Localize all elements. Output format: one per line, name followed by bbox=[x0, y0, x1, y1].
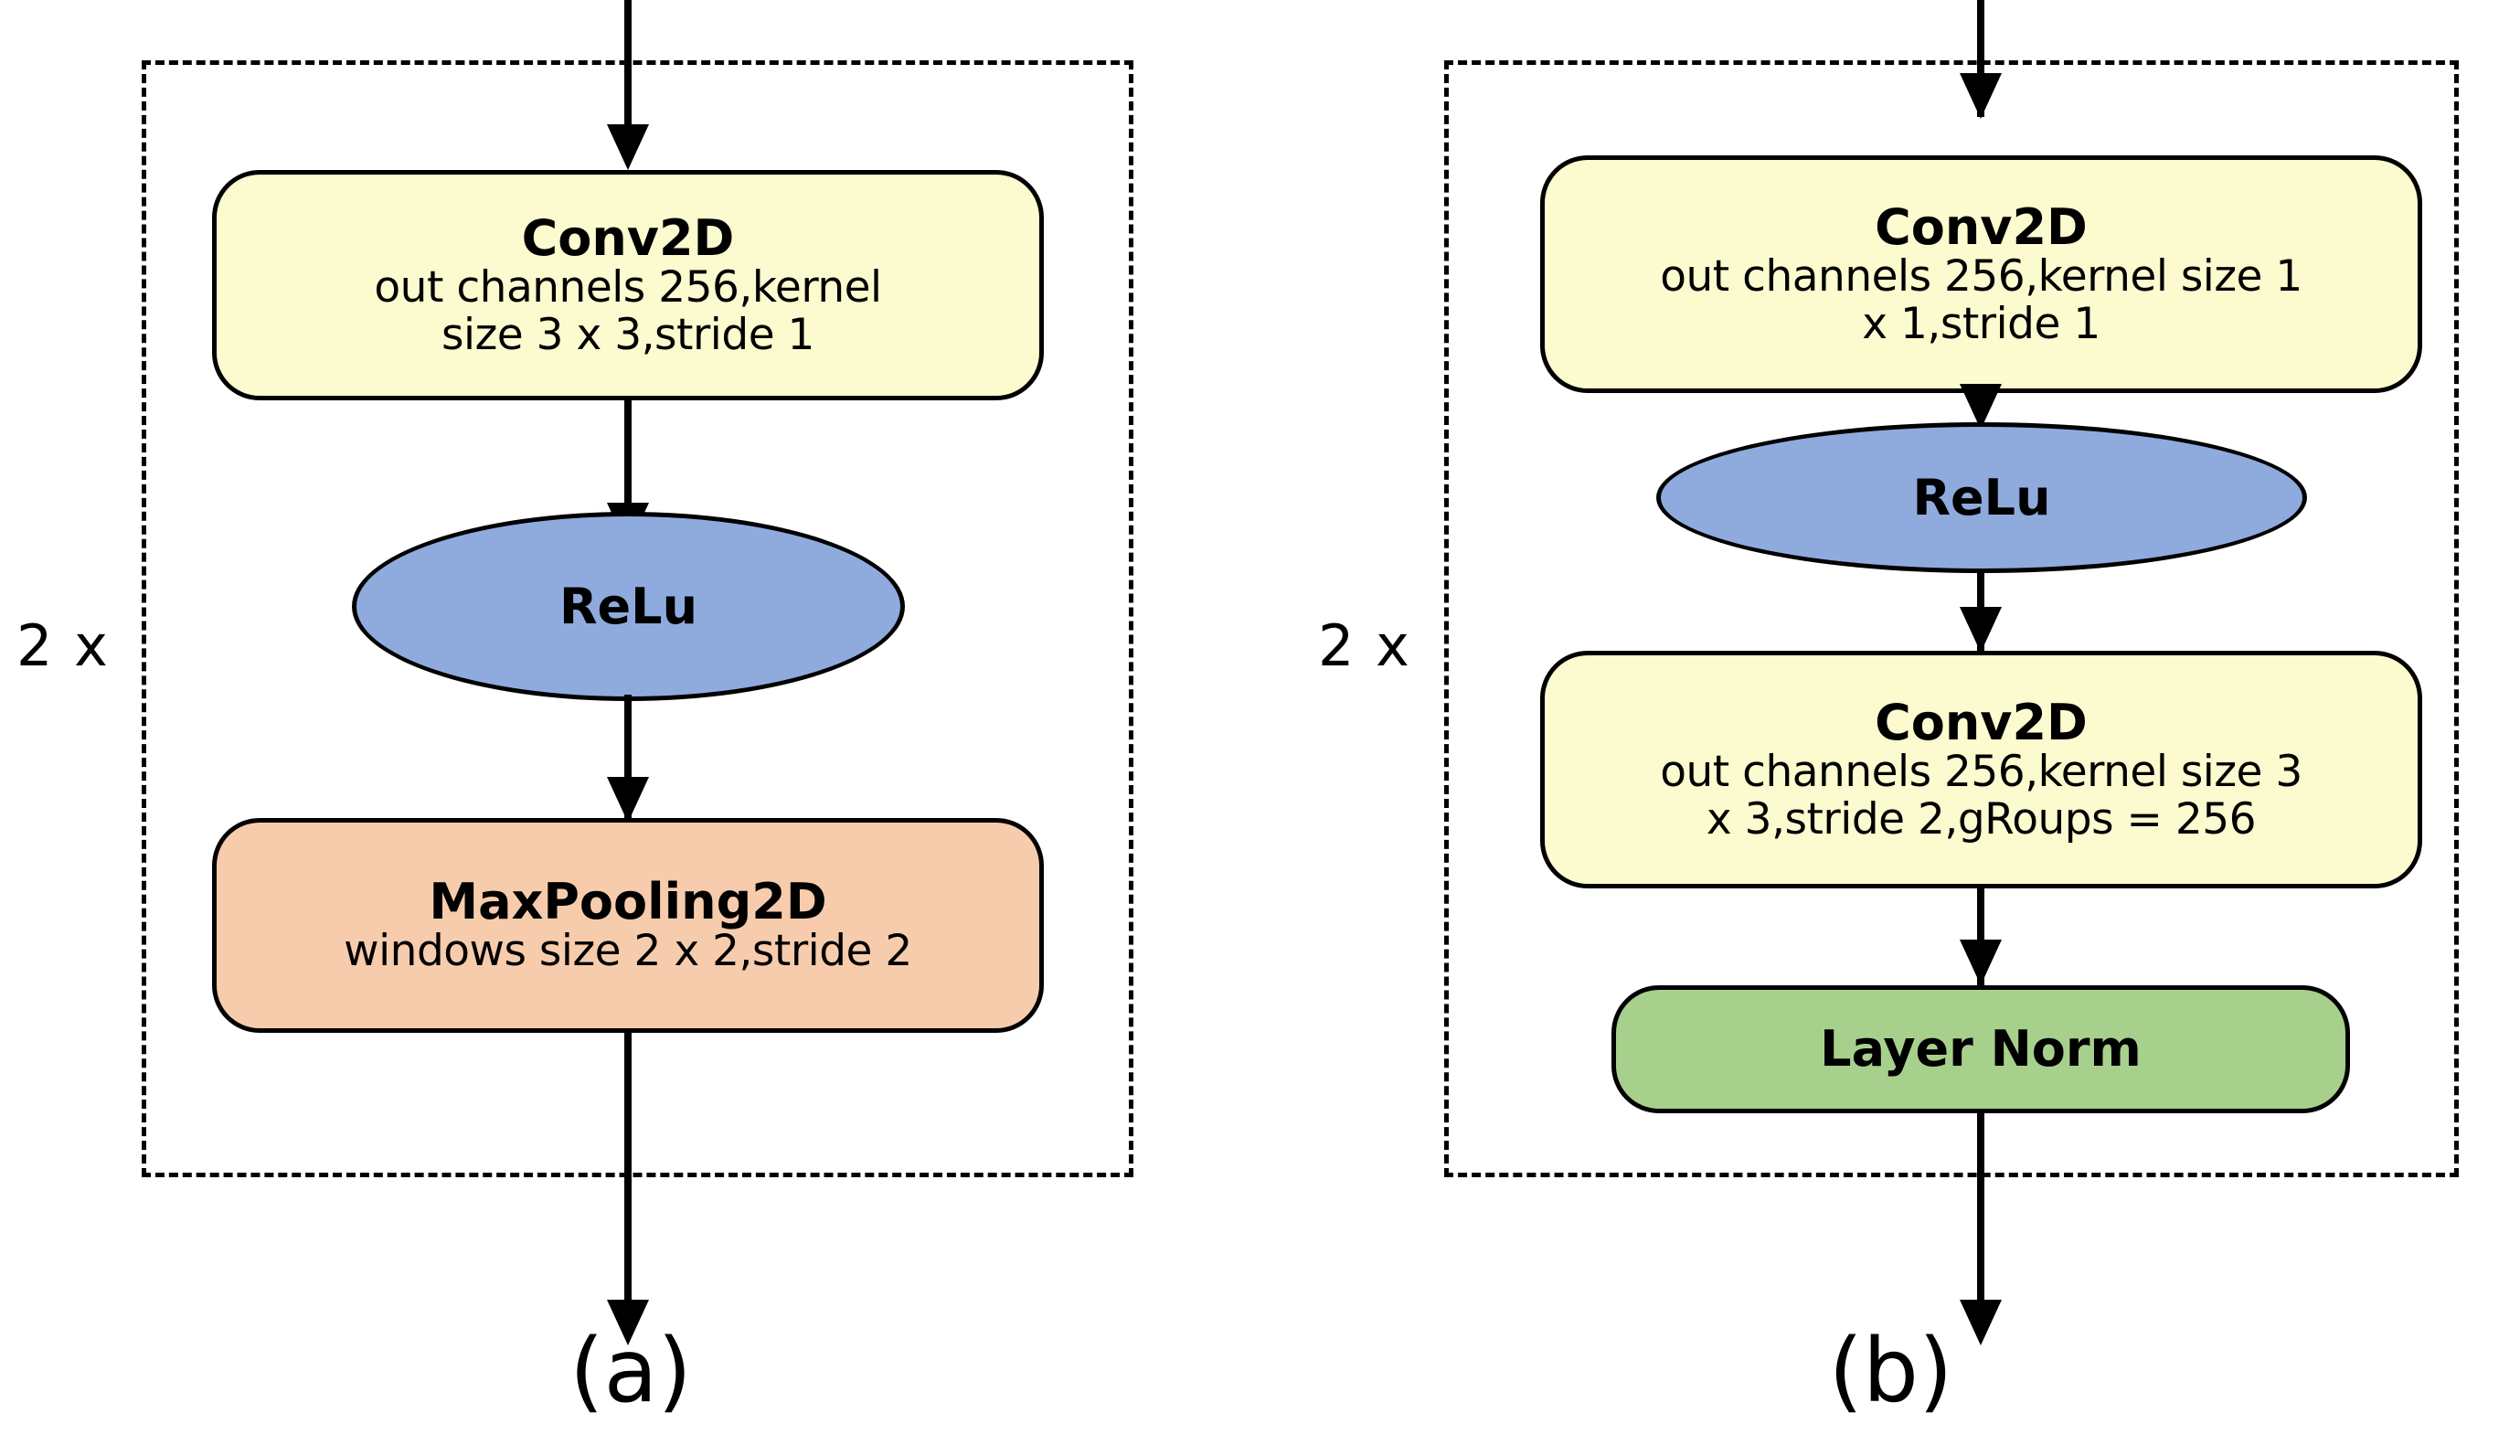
repeat-count-label-a: 2 x bbox=[16, 612, 110, 679]
node-subtitle-line2: x 1,stride 1 bbox=[1862, 298, 2100, 349]
panel-b: 2 x Conv2D out channels 256,kernel size … bbox=[1261, 0, 2520, 1456]
node-title: Conv2D bbox=[1875, 693, 2088, 751]
panel-caption-a: (a) bbox=[569, 1320, 692, 1422]
panel-caption-b: (b) bbox=[1828, 1320, 1953, 1422]
node-maxpooling2d-a[interactable]: MaxPooling2D windows size 2 x 2,stride 2 bbox=[212, 818, 1044, 1033]
repeat-block-b bbox=[1444, 60, 2459, 1177]
node-title: Conv2D bbox=[1875, 197, 2088, 256]
node-conv2d-a[interactable]: Conv2D out channels 256,kernel size 3 x … bbox=[212, 170, 1044, 400]
node-subtitle-line2: size 3 x 3,stride 1 bbox=[441, 309, 814, 360]
node-subtitle-line1: windows size 2 x 2,stride 2 bbox=[344, 926, 912, 977]
node-subtitle-line1: out channels 256,kernel bbox=[374, 261, 882, 313]
node-subtitle-line2: x 3,stride 2,gRoups = 256 bbox=[1706, 793, 2257, 845]
node-title: ReLu bbox=[558, 577, 698, 635]
node-conv2d-2-b[interactable]: Conv2D out channels 256,kernel size 3 x … bbox=[1540, 651, 2422, 888]
node-title: Layer Norm bbox=[1820, 1020, 2142, 1079]
repeat-block-a bbox=[142, 60, 1133, 1177]
node-subtitle-line1: out channels 256,kernel size 1 bbox=[1660, 250, 2302, 302]
node-conv2d-1-b[interactable]: Conv2D out channels 256,kernel size 1 x … bbox=[1540, 155, 2422, 393]
node-title: Conv2D bbox=[521, 208, 735, 267]
panel-a: 2 x Conv2D out channels 256,kernel size … bbox=[16, 0, 1133, 1422]
node-title: MaxPooling2D bbox=[429, 873, 827, 931]
repeat-count-label-b: 2 x bbox=[1318, 612, 1411, 679]
node-relu-a[interactable]: ReLu bbox=[352, 512, 905, 701]
node-subtitle-line1: out channels 256,kernel size 3 bbox=[1660, 746, 2302, 797]
node-relu-b[interactable]: ReLu bbox=[1656, 422, 2307, 573]
node-title: ReLu bbox=[1912, 468, 2051, 526]
node-layernorm-b[interactable]: Layer Norm bbox=[1611, 985, 2350, 1113]
